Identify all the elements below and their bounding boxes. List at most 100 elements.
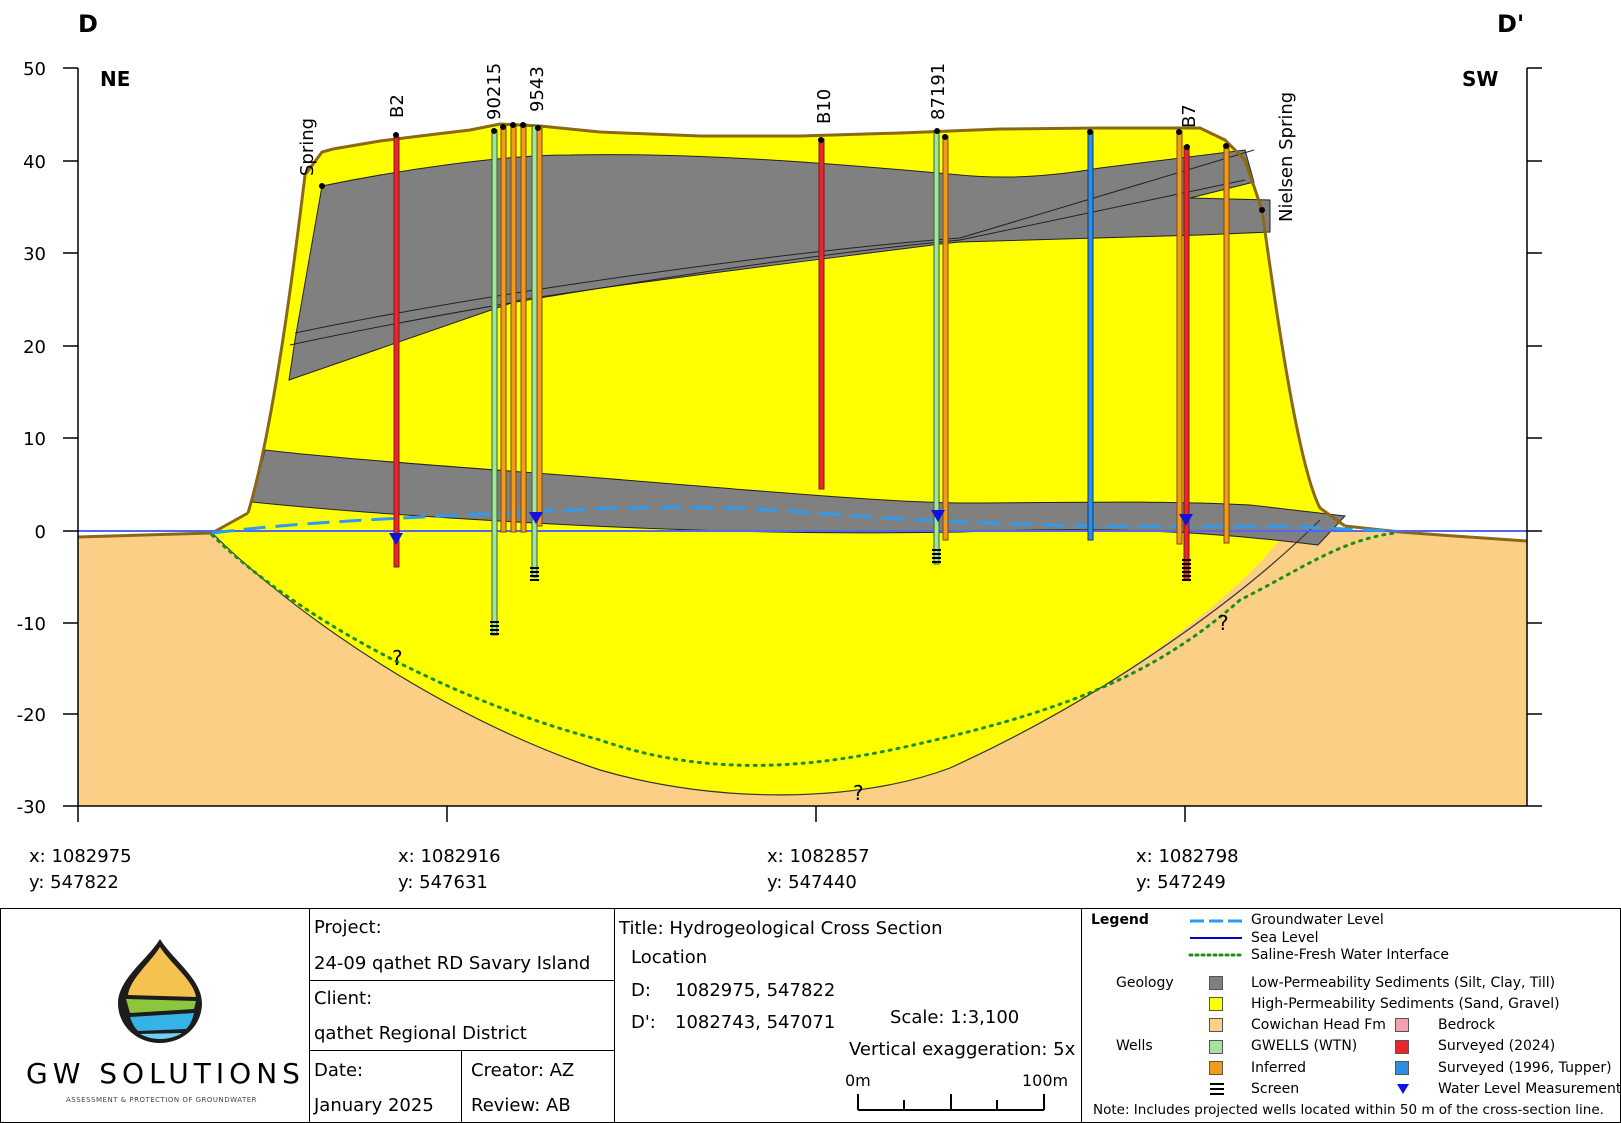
x-tick-easting: x: 1082975 bbox=[29, 846, 132, 867]
well-group bbox=[319, 122, 1265, 636]
label-90215: 90215 bbox=[484, 63, 505, 120]
creator: Creator: AZ bbox=[471, 1060, 575, 1081]
y-tick-label: 30 bbox=[23, 244, 46, 265]
legend-surveyed-2024-swatch bbox=[1395, 1040, 1409, 1054]
legend-water-level: Water Level Measurement bbox=[1438, 1081, 1621, 1097]
reviewer: Review: AB bbox=[471, 1095, 571, 1116]
legend-low-perm: Low-Permeability Sediments (Silt, Clay, … bbox=[1251, 975, 1556, 991]
gw-solutions-logo bbox=[118, 939, 202, 1043]
legend-surveyed-2024: Surveyed (2024) bbox=[1438, 1038, 1556, 1054]
well-b10-casing[interactable] bbox=[818, 138, 825, 490]
ground-surface bbox=[246, 122, 1346, 528]
legend-geology-heading: Geology bbox=[1116, 975, 1174, 991]
well-inferred-casing[interactable] bbox=[520, 123, 527, 533]
company-name: GW SOLUTIONS bbox=[26, 1057, 305, 1090]
well-90215-casing[interactable] bbox=[491, 129, 498, 636]
legend-inferred-swatch bbox=[1209, 1061, 1223, 1075]
x-tick-northing: y: 547249 bbox=[1136, 872, 1226, 893]
client-value: qathet Regional District bbox=[314, 1023, 527, 1044]
well-inferred-casing[interactable] bbox=[500, 125, 507, 533]
well-head-dots bbox=[319, 122, 1265, 213]
divider bbox=[1081, 908, 1082, 1123]
contact-line bbox=[294, 149, 1255, 334]
well-b2-casing[interactable] bbox=[393, 136, 400, 568]
uncertainty-mark: ? bbox=[392, 646, 403, 670]
legend-interface: Saline-Fresh Water Interface bbox=[1251, 947, 1450, 963]
uncertainty-mark: ? bbox=[853, 781, 864, 805]
legend-cowichan: Cowichan Head Fm bbox=[1251, 1017, 1386, 1033]
well-1996-casing[interactable] bbox=[1087, 130, 1094, 541]
label-9543: 9543 bbox=[527, 66, 548, 112]
legend-screen: Screen bbox=[1251, 1081, 1300, 1097]
section-end-letter: D' bbox=[1497, 10, 1524, 38]
divider bbox=[309, 980, 614, 981]
legend-inferred: Inferred bbox=[1251, 1060, 1307, 1076]
legend-sea-level: Sea Level bbox=[1251, 930, 1319, 946]
d-coordinates: 1082975, 547822 bbox=[675, 980, 836, 1001]
scale-bar-start: 0m bbox=[845, 1071, 871, 1090]
scale-bar-end: 100m bbox=[1022, 1071, 1069, 1090]
legend-bedrock-swatch bbox=[1395, 1018, 1409, 1032]
label-b10: B10 bbox=[814, 89, 835, 124]
x-tick-easting: x: 1082916 bbox=[398, 846, 501, 867]
legend-surveyed-1996: Surveyed (1996, Tupper) bbox=[1438, 1060, 1612, 1076]
divider bbox=[461, 1050, 462, 1123]
dp-coordinates: 1082743, 547071 bbox=[675, 1012, 836, 1033]
groundwater-level bbox=[211, 505, 1396, 535]
y-tick-label: -10 bbox=[17, 614, 46, 635]
location-label: Location bbox=[631, 947, 708, 968]
direction-sw: SW bbox=[1462, 67, 1498, 91]
well-87191-casing[interactable] bbox=[933, 130, 940, 565]
legend-high-perm-swatch bbox=[1209, 997, 1223, 1011]
lens-base-outline bbox=[211, 519, 1321, 796]
drawing-title: Title: Hydrogeological Cross Section bbox=[619, 918, 943, 939]
label-b7: B7 bbox=[1179, 104, 1200, 128]
legend-gwells: GWELLS (WTN) bbox=[1251, 1038, 1358, 1054]
well-inferred-casing[interactable] bbox=[510, 123, 517, 533]
legend-screen-icon bbox=[1210, 1083, 1224, 1095]
label-b2: B2 bbox=[387, 94, 408, 118]
well-9543-casing[interactable] bbox=[531, 125, 538, 578]
divider bbox=[309, 908, 310, 1123]
scale: Scale: 1:3,100 bbox=[890, 1007, 1020, 1028]
x-tick-northing: y: 547631 bbox=[398, 872, 488, 893]
legend-groundwater: Groundwater Level bbox=[1251, 912, 1384, 928]
date-value: January 2025 bbox=[314, 1095, 434, 1116]
legend-title: Legend bbox=[1091, 912, 1149, 928]
bottom-axis bbox=[77, 805, 1527, 822]
legend-low-perm-swatch bbox=[1209, 976, 1223, 990]
y-tick-label: 0 bbox=[35, 522, 46, 543]
divider bbox=[614, 908, 615, 1123]
d-label: D: bbox=[631, 980, 651, 1001]
date-label: Date: bbox=[314, 1060, 364, 1081]
well-b7-inferred-casing[interactable] bbox=[1176, 130, 1183, 545]
legend-high-perm: High-Permeability Sediments (Sand, Grave… bbox=[1251, 996, 1560, 1012]
saline-fresh-interface bbox=[210, 531, 1397, 767]
legend-surveyed-1996-swatch bbox=[1395, 1061, 1409, 1075]
well-87191-inferred-casing[interactable] bbox=[942, 135, 949, 541]
x-tick-northing: y: 547440 bbox=[767, 872, 857, 893]
water-level-markers bbox=[389, 510, 1193, 545]
y-tick-label: 40 bbox=[23, 152, 46, 173]
well-inferred-casing[interactable] bbox=[1223, 145, 1230, 544]
legend-gwells-swatch bbox=[1209, 1040, 1223, 1054]
vertical-exaggeration: Vertical exaggeration: 5x bbox=[849, 1039, 1076, 1060]
uncertainty-mark: ? bbox=[1218, 611, 1229, 635]
left-axis bbox=[63, 67, 79, 807]
y-tick-label: 20 bbox=[23, 337, 46, 358]
right-axis bbox=[1526, 67, 1542, 807]
direction-ne: NE bbox=[100, 67, 130, 91]
y-tick-label: 10 bbox=[23, 429, 46, 450]
project-label: Project: bbox=[314, 917, 382, 938]
client-label: Client: bbox=[314, 988, 373, 1009]
x-tick-northing: y: 547822 bbox=[29, 872, 119, 893]
y-tick-label: -30 bbox=[17, 797, 46, 818]
x-tick-easting: x: 1082857 bbox=[767, 846, 870, 867]
y-tick-label: -20 bbox=[17, 705, 46, 726]
scale-bar bbox=[857, 1094, 1045, 1111]
screen-markers bbox=[490, 549, 1191, 635]
well-9543-inferred-casing[interactable] bbox=[536, 125, 543, 527]
company-tagline: ASSESSMENT & PROTECTION OF GROUNDWATER bbox=[66, 1096, 258, 1104]
label-87191: 87191 bbox=[928, 63, 949, 120]
project-value: 24-09 qathet RD Savary Island bbox=[314, 953, 591, 974]
